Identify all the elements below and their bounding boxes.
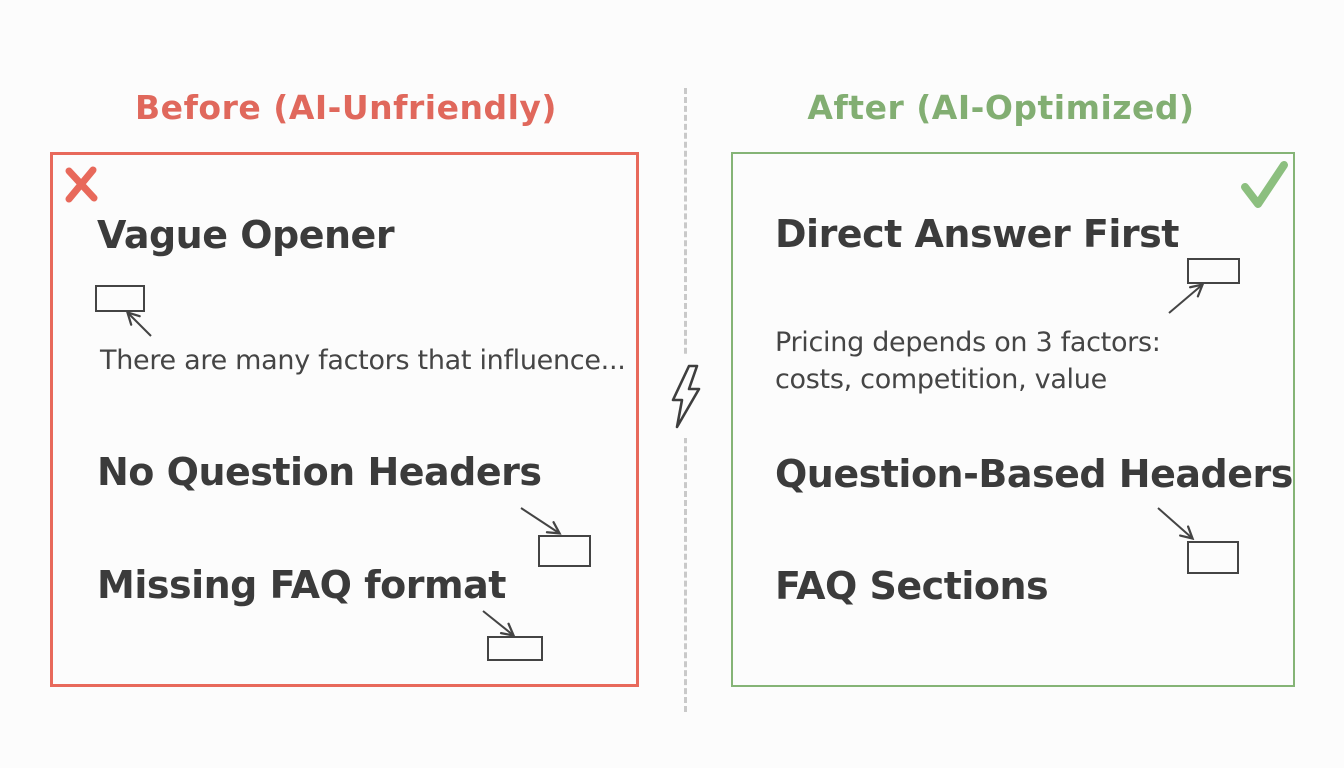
after-heading-direct-answer: Direct Answer First [775,212,1179,256]
after-note-line1: Pricing depends on 3 factors: [775,327,1161,358]
before-heading-missing-faq: Missing FAQ format [97,563,506,607]
rectangle-arrow-doodle [520,507,591,567]
rectangle-arrow-doodle [1157,507,1239,574]
x-mark-icon [63,164,101,204]
before-heading-vague-opener: Vague Opener [97,213,395,257]
after-heading-faq-sections: FAQ Sections [775,564,1049,608]
after-title: After (AI-Optimized) [807,88,1195,127]
before-heading-no-question-headers: No Question Headers [97,450,542,494]
after-heading-question-based: Question-Based Headers [775,452,1293,496]
rectangle-arrow-doodle [482,610,543,661]
after-note-line2: costs, competition, value [775,364,1107,395]
rectangle-arrow-doodle [1168,258,1240,314]
rectangle-arrow-doodle [95,285,152,337]
before-note: There are many factors that influence... [100,345,626,376]
after-panel: Direct Answer First Pricing depends on 3… [731,152,1295,687]
after-note: Pricing depends on 3 factors: costs, com… [775,324,1161,398]
lightning-bolt-icon [660,356,712,438]
checkmark-icon [1238,159,1290,213]
before-title: Before (AI-Unfriendly) [135,88,557,127]
before-panel: Vague Opener There are many factors that… [50,152,639,687]
